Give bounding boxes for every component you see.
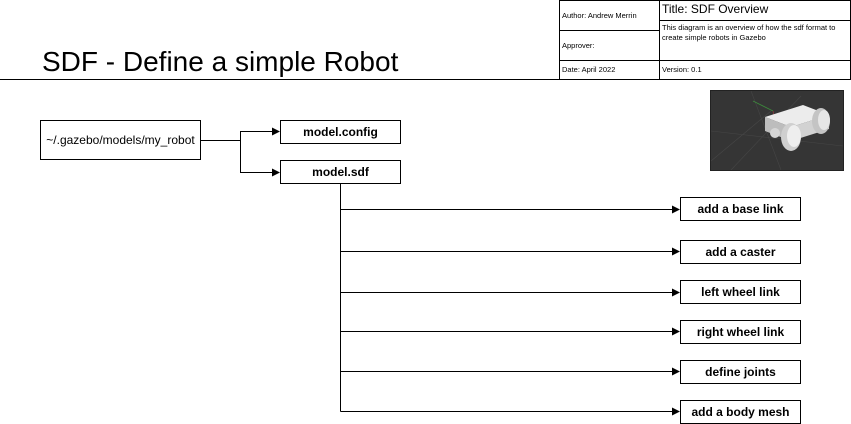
node-step-caster: add a caster [680,240,801,264]
doc-title-cell: Title: SDF Overview [659,0,851,21]
connector-root-to-config [200,127,280,141]
author-cell: Author: Andrew Merrin [559,0,660,31]
page-title: SDF - Define a simple Robot [42,46,399,77]
robot-icon [710,90,844,171]
connector-root-to-sdf [240,140,280,177]
node-step-right-wheel: right wheel link [680,320,801,344]
node-step-body-mesh: add a body mesh [680,400,801,424]
approver-cell: Approver: [559,30,660,61]
node-model-config: model.config [280,120,401,144]
header-divider [0,79,560,80]
node-root-folder: ~/.gazebo/models/my_robot [40,120,201,160]
node-model-sdf: model.sdf [280,160,401,184]
robot-render-image [710,90,844,171]
version-cell: Version: 0.1 [659,60,851,80]
node-step-base-link: add a base link [680,197,801,221]
node-step-joints: define joints [680,360,801,384]
node-step-left-wheel: left wheel link [680,280,801,304]
